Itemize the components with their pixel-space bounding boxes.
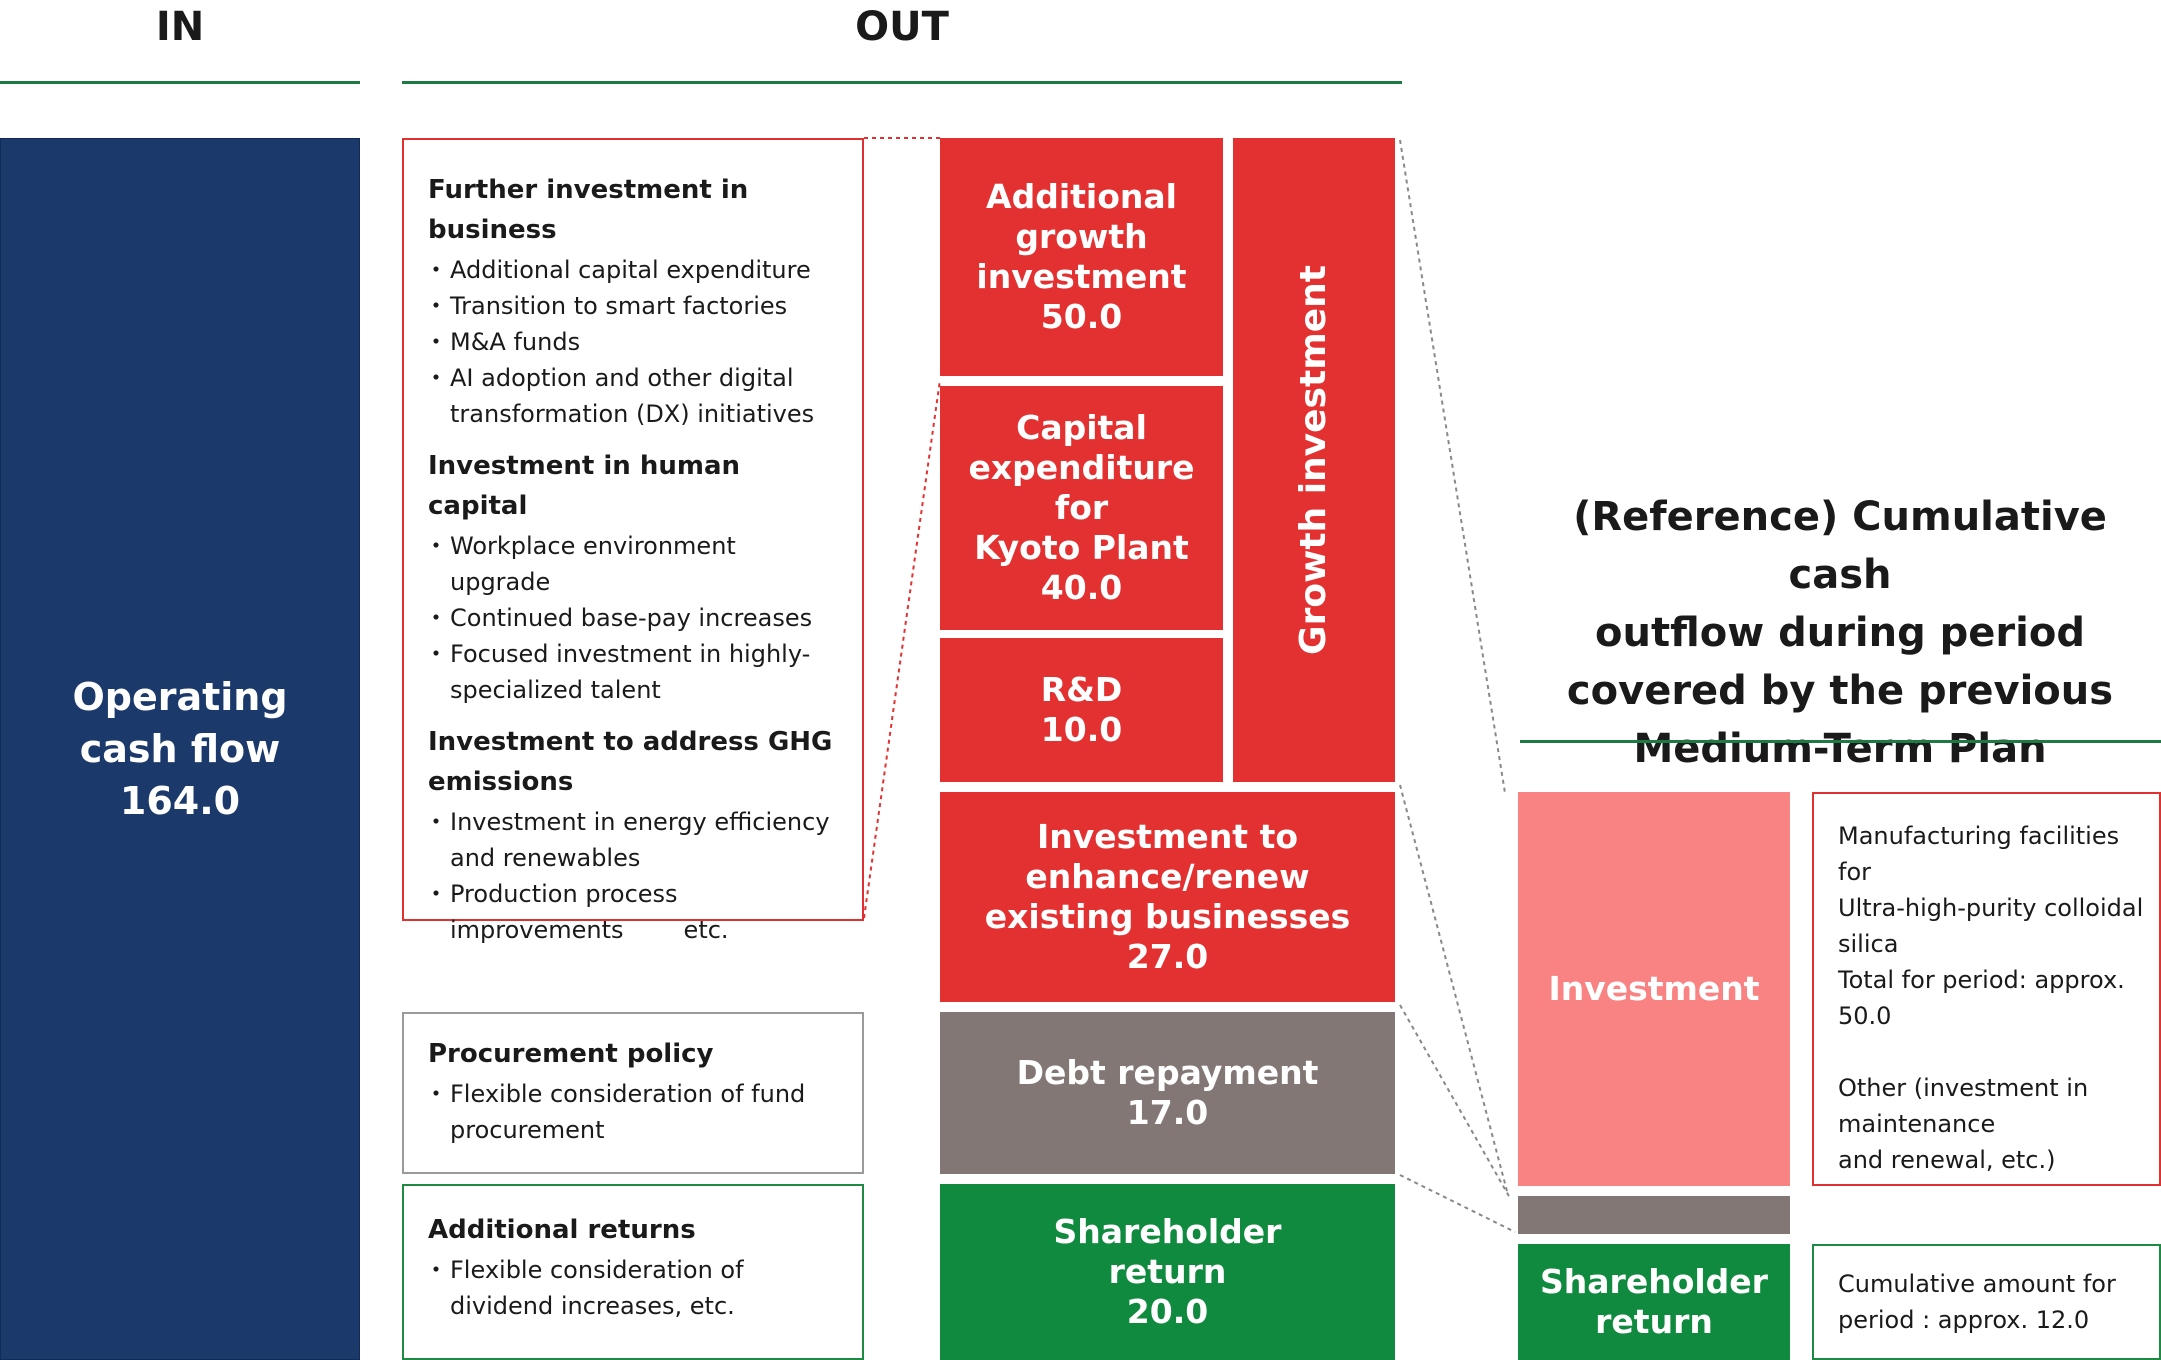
additional-growth-investment-label: Additional growth investment 50.0	[976, 177, 1187, 336]
connector-bottom-red	[863, 379, 941, 919]
detail-item: Transition to smart factories	[424, 288, 840, 324]
rd-block: R&D 10.0	[940, 638, 1223, 782]
enhance-renew-block: Investment to enhance/renew existing bus…	[940, 792, 1395, 1002]
reference-shareholder-label: Shareholder return	[1540, 1262, 1768, 1341]
reference-shareholder-block: Shareholder return	[1518, 1244, 1790, 1360]
connector-ref-bottom	[1399, 1174, 1516, 1233]
kyoto-plant-capex-label: Capital expenditure for Kyoto Plant 40.0	[968, 408, 1195, 607]
reference-investment-block: Investment	[1518, 792, 1790, 1186]
additional-returns-item: Flexible consideration of dividend incre…	[424, 1252, 840, 1324]
detail-item: M&A funds	[424, 324, 840, 360]
detail-item: Focused investment in highly-specialized…	[424, 636, 840, 708]
detail-etc: etc.	[683, 916, 729, 944]
reference-shareholder-note: Cumulative amount for period : approx. 1…	[1812, 1244, 2161, 1360]
reference-title: (Reference) Cumulative cash outflow duri…	[1566, 494, 2114, 772]
enhance-renew-label: Investment to enhance/renew existing bus…	[984, 817, 1351, 976]
growth-investment-label: Growth investment	[1293, 265, 1335, 655]
reference-investment-note: Manufacturing facilities for Ultra-high-…	[1812, 792, 2161, 1186]
rd-label: R&D 10.0	[1040, 670, 1123, 749]
reference-investment-label: Investment	[1548, 969, 1760, 1008]
procurement-policy-panel: Procurement policy Flexible consideratio…	[402, 1012, 864, 1174]
reference-shareholder-note-text: Cumulative amount for period : approx. 1…	[1838, 1270, 2116, 1334]
detail-section-title: Investment to address GHG emissions	[428, 727, 833, 797]
debt-repayment-block: Debt repayment 17.0	[940, 1012, 1395, 1174]
additional-returns-panel: Additional returns Flexible consideratio…	[402, 1184, 864, 1360]
procurement-item: Flexible consideration of fund procureme…	[424, 1076, 840, 1148]
out-header-rule	[402, 81, 1402, 84]
operating-cash-flow-label: Operating cash flow 164.0	[72, 675, 288, 823]
in-header-rule	[0, 81, 360, 84]
additional-growth-investment-block: Additional growth investment 50.0	[940, 138, 1223, 376]
detail-item: Workplace environment upgrade	[424, 528, 840, 600]
investment-detail-panel: Further investment in business Additiona…	[402, 138, 864, 944]
connector-ref-top	[1399, 139, 1506, 794]
connector-ref-mid1	[1399, 784, 1509, 1196]
detail-item: Investment in energy efficiency and rene…	[424, 804, 840, 876]
reference-investment-note-text: Manufacturing facilities for Ultra-high-…	[1838, 822, 2144, 1174]
debt-repayment-label: Debt repayment 17.0	[1016, 1053, 1319, 1132]
detail-item: Continued base-pay increases	[424, 600, 840, 636]
detail-item-text: Production process improvements	[450, 880, 678, 944]
out-header: OUT	[855, 4, 949, 50]
detail-item: AI adoption and other digital transforma…	[424, 360, 840, 432]
detail-section-title: Further investment in business	[428, 175, 749, 245]
detail-item: Additional capital expenditure	[424, 252, 840, 288]
additional-returns-title: Additional returns	[428, 1215, 696, 1245]
connector-ref-mid2	[1399, 1004, 1511, 1199]
reference-rule	[1520, 740, 2161, 743]
detail-section-title: Investment in human capital	[428, 451, 741, 521]
growth-investment-block: Growth investment	[1233, 138, 1395, 782]
operating-cash-flow-block: Operating cash flow 164.0	[0, 138, 360, 1360]
in-header: IN	[155, 4, 205, 50]
shareholder-return-label: Shareholder return 20.0	[1053, 1212, 1282, 1331]
procurement-title: Procurement policy	[428, 1039, 714, 1069]
kyoto-plant-capex-block: Capital expenditure for Kyoto Plant 40.0	[940, 386, 1223, 630]
reference-debt-block	[1518, 1196, 1790, 1234]
shareholder-return-block: Shareholder return 20.0	[940, 1184, 1395, 1360]
